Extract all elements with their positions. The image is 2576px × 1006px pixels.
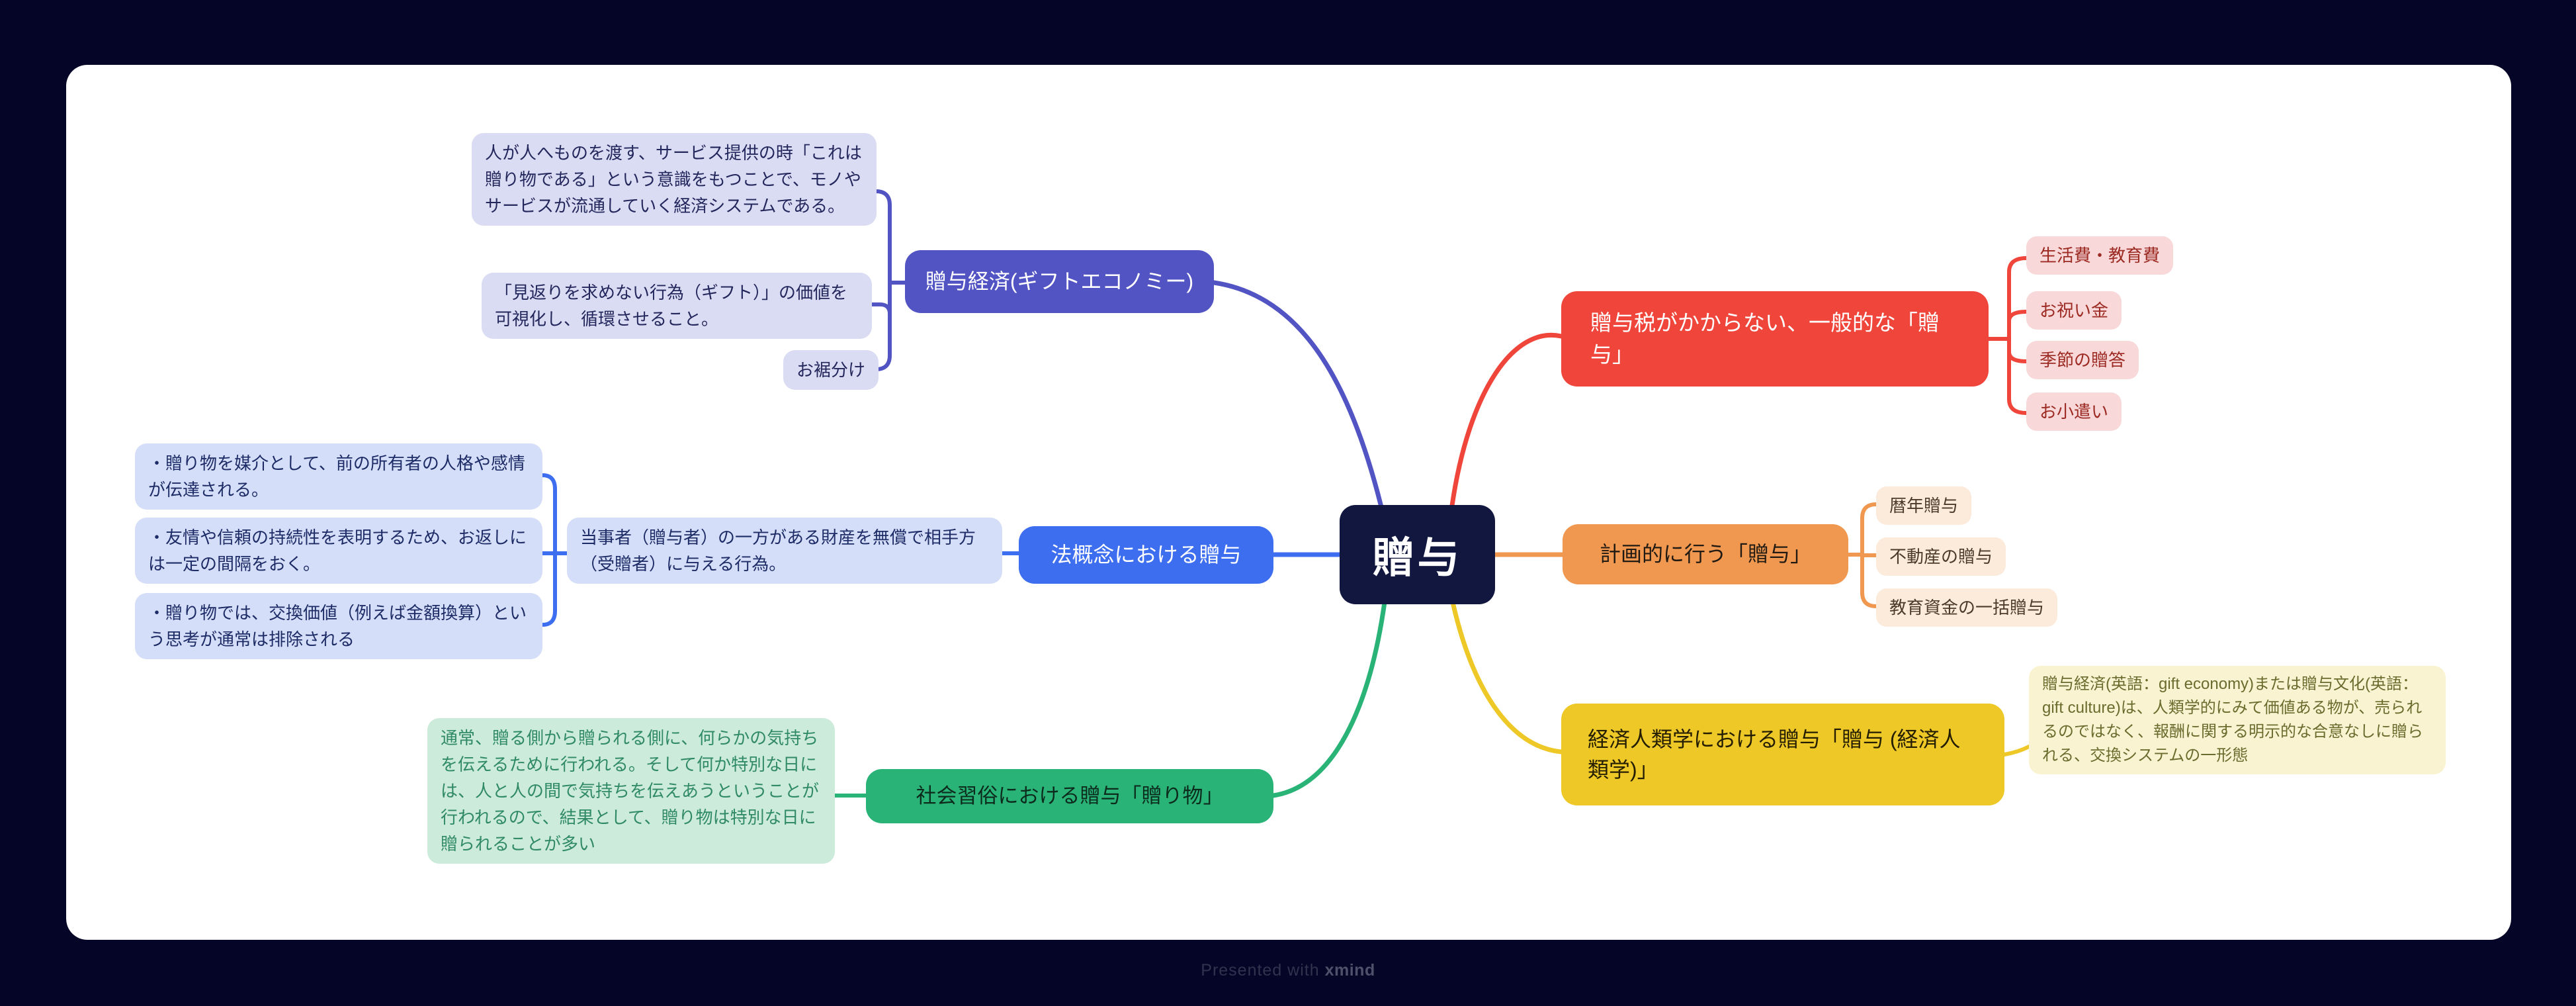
- footer-prefix: Presented with: [1201, 961, 1320, 980]
- topic-gift-economy[interactable]: 贈与経済(ギフトエコノミー): [905, 250, 1214, 313]
- edge-group-planned: [1491, 502, 1878, 608]
- subtopic-seasonal-gifts[interactable]: 季節の贈答: [2026, 341, 2139, 379]
- edge-group-social: [833, 600, 1387, 798]
- note-gift-economy-osusowake[interactable]: お裾分け: [783, 350, 879, 390]
- edge-group-gift-economy: [869, 189, 1384, 510]
- subtopic-pocket-money[interactable]: お小遣い: [2026, 392, 2122, 431]
- edge-group-tax-free: [1449, 256, 2028, 508]
- subtopic-education-fund-gift[interactable]: 教育資金の一括贈与: [1876, 588, 2058, 627]
- subtopic-celebration-money[interactable]: お祝い金: [2026, 291, 2122, 330]
- topic-law-concept[interactable]: 法概念における贈与: [1019, 526, 1273, 584]
- note-anthropology[interactable]: 贈与経済(英語：gift economy)または贈与文化(英語：gift cul…: [2029, 666, 2446, 774]
- note-gift-economy-value[interactable]: 「見返りを求めない行為（ギフト）」の価値を可視化し、循環させること。: [482, 273, 872, 339]
- note-law-detail-3[interactable]: ・贈り物では、交換価値（例えば金額換算）という思考が通常は排除される: [135, 593, 542, 659]
- note-law-definition[interactable]: 当事者（贈与者）の一方がある財産を無償で相手方（受贈者）に与える行為。: [567, 518, 1002, 584]
- edge-group-anthropology: [1450, 600, 2031, 756]
- edge-group-law: [540, 473, 1344, 627]
- topic-planned-gift[interactable]: 計画的に行う「贈与」: [1563, 524, 1848, 584]
- note-law-detail-1[interactable]: ・贈り物を媒介として、前の所有者の人格や感情が伝達される。: [135, 443, 542, 510]
- topic-social-custom[interactable]: 社会習俗における贈与「贈り物」: [866, 769, 1273, 823]
- footer-branding: Presented with xmind: [0, 961, 2576, 980]
- central-topic[interactable]: 贈与: [1340, 505, 1495, 604]
- note-gift-economy-definition[interactable]: 人が人へものを渡す、サービス提供の時「これは贈り物である」という意識をもつことで…: [472, 133, 877, 226]
- note-social-custom[interactable]: 通常、贈る側から贈られる側に、何らかの気持ちを伝えるために行われる。そして何か特…: [427, 718, 835, 864]
- topic-anthropology[interactable]: 経済人類学における贈与「贈与 (経済人類学)」: [1561, 704, 2004, 805]
- note-law-detail-2[interactable]: ・友情や信頼の持続性を表明するため、お返しには一定の間隔をおく。: [135, 518, 542, 584]
- subtopic-calendar-year-gift[interactable]: 暦年贈与: [1876, 486, 1972, 525]
- topic-tax-free[interactable]: 贈与税がかからない、一般的な「贈与」: [1561, 291, 1989, 387]
- subtopic-living-education-cost[interactable]: 生活費・教育費: [2026, 236, 2174, 275]
- subtopic-real-estate-gift[interactable]: 不動産の贈与: [1876, 537, 2006, 576]
- xmind-logo: xmind: [1324, 961, 1375, 980]
